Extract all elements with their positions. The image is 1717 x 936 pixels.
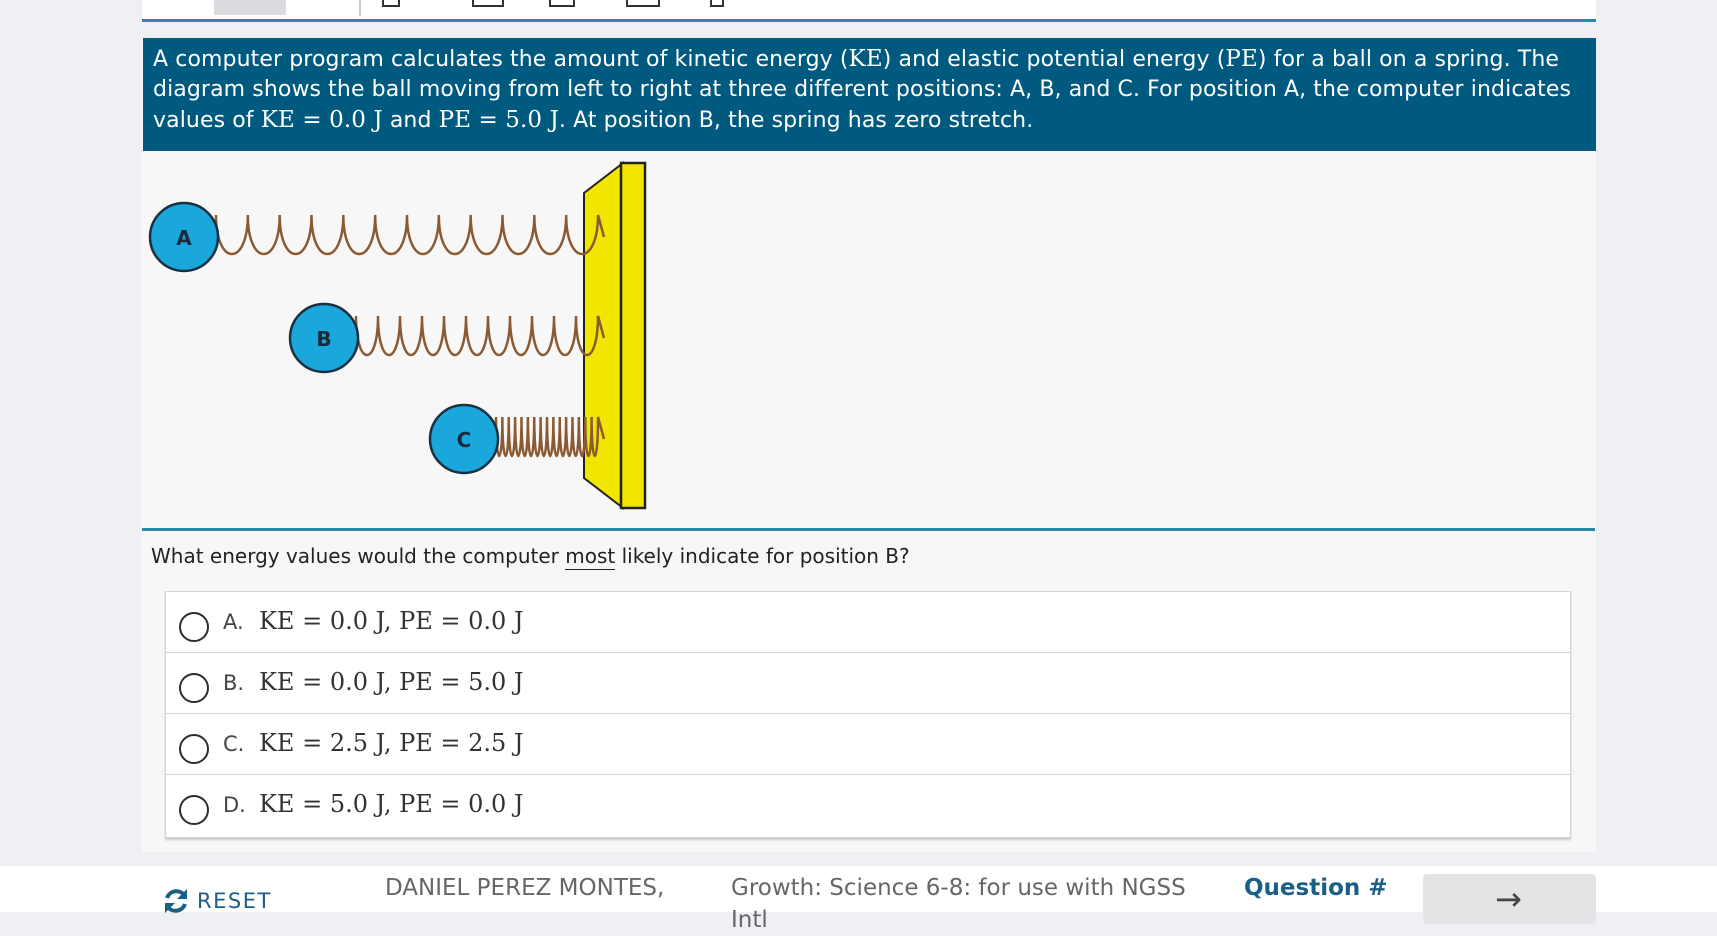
student-name: DANIEL PEREZ MONTES, (385, 875, 665, 901)
zoom-icon[interactable] (710, 0, 724, 7)
question-number-label: Question # (1244, 875, 1388, 901)
arrow-right-icon: → (1495, 880, 1522, 918)
spring-b (354, 315, 606, 357)
highlighter-icon[interactable] (382, 0, 400, 7)
ball-a (148, 201, 220, 273)
passage-text: ) and elastic potential energy ( (882, 47, 1226, 72)
spring-diagram: A B C (148, 160, 647, 511)
ball-b-label: B (316, 327, 331, 351)
ball-a-label: A (176, 226, 192, 250)
item-panel: A computer program calculates the amount… (142, 38, 1596, 852)
passage-text: A computer program calculates the amount… (153, 47, 849, 72)
stimulus-passage: A computer program calculates the amount… (143, 38, 1596, 151)
choice-text: KE = 5.0 J, PE = 0.0 J (259, 790, 524, 818)
pe-symbol: PE (1225, 46, 1258, 72)
answer-choices: A. KE = 0.0 J, PE = 0.0 J B. KE = 0.0 J,… (165, 591, 1571, 838)
toolbar-tab-selected[interactable] (214, 0, 286, 15)
passage-text: ) for a ball on a spring. The diagram sh… (153, 47, 1572, 133)
reset-label: RESET (197, 889, 272, 913)
choice-c[interactable]: C. KE = 2.5 J, PE = 2.5 J (166, 714, 1570, 775)
refresh-icon (165, 889, 187, 913)
passage-text: and (382, 108, 439, 133)
choice-letter: D. (223, 793, 246, 817)
spring-a (214, 214, 606, 256)
radio-button[interactable] (179, 734, 209, 764)
ball-c-label: C (457, 428, 472, 452)
ke-equation: KE = 0.0 J (260, 107, 383, 133)
notepad-icon[interactable] (549, 0, 575, 7)
choice-text: KE = 2.5 J, PE = 2.5 J (259, 729, 524, 757)
ball-c (428, 403, 500, 475)
test-title: Growth: Science 6-8: for use with NGSS I… (731, 875, 1186, 933)
section-divider (142, 528, 1595, 531)
choice-letter: B. (223, 671, 245, 695)
question-text: likely indicate for position B? (615, 544, 910, 568)
choice-letter: A. (223, 610, 244, 634)
radio-button[interactable] (179, 795, 209, 825)
question-emphasis: most (565, 544, 616, 570)
reset-button[interactable]: RESET (161, 886, 272, 916)
toolbar-separator (359, 0, 361, 16)
line-reader-icon[interactable] (472, 0, 504, 7)
wall-face (619, 161, 647, 510)
calculator-icon[interactable] (626, 0, 660, 7)
radio-button[interactable] (179, 673, 209, 703)
next-button[interactable]: → (1423, 874, 1596, 924)
choice-letter: C. (223, 732, 245, 756)
radio-button[interactable] (179, 612, 209, 642)
question-text: What energy values would the computer (151, 544, 566, 568)
choice-d[interactable]: D. KE = 5.0 J, PE = 0.0 J (166, 775, 1570, 836)
choice-text: KE = 0.0 J, PE = 0.0 J (259, 607, 524, 635)
ke-symbol: KE (848, 46, 883, 72)
pe-equation: PE = 5.0 J (438, 107, 559, 133)
question-stem: What energy values would the computer mo… (151, 544, 910, 570)
footer-bar: RESET DANIEL PEREZ MONTES, Growth: Scien… (0, 866, 1717, 933)
spring-c (494, 416, 606, 457)
ball-b (288, 302, 360, 374)
choice-a[interactable]: A. KE = 0.0 J, PE = 0.0 J (166, 592, 1570, 653)
passage-text: . At position B, the spring has zero str… (558, 108, 1034, 133)
choice-text: KE = 0.0 J, PE = 5.0 J (259, 668, 524, 696)
top-toolbar (142, 0, 1596, 22)
choice-b[interactable]: B. KE = 0.0 J, PE = 5.0 J (166, 653, 1570, 714)
